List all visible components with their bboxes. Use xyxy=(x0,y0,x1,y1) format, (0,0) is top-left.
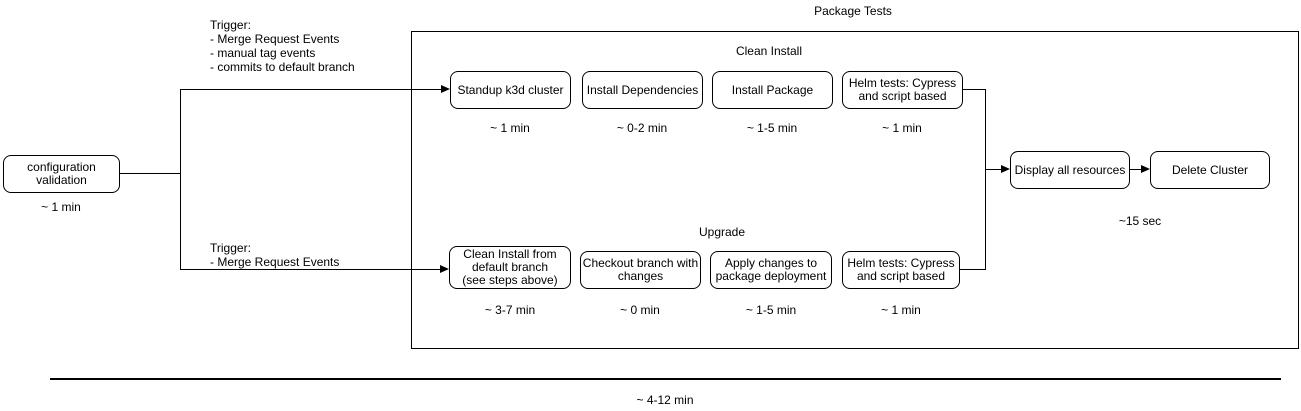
duration-apply-changes-to-package-deployment: ~ 1-5 min xyxy=(745,303,797,317)
connector-bottom-branch xyxy=(180,269,440,270)
arrowhead-into-standup xyxy=(441,85,450,93)
connector-top-branch xyxy=(180,89,441,90)
connector-helm-top-out xyxy=(963,89,985,90)
total-duration-line xyxy=(50,378,1281,380)
node-checkout-branch-with-changes: Checkout branch with changes xyxy=(580,251,701,289)
arrowhead-into-display xyxy=(1001,165,1010,173)
node-install-dependencies: Install Dependencies xyxy=(582,71,703,109)
trigger-note-top: Trigger: - Merge Request Events - manual… xyxy=(210,18,355,74)
node-install-package: Install Package xyxy=(712,71,833,109)
trigger-top-item: - Merge Request Events xyxy=(210,32,340,46)
node-helm-tests-clean-install: Helm tests: Cypress and script based xyxy=(842,71,963,109)
trigger-bottom-heading: Trigger: xyxy=(210,241,251,255)
trigger-note-bottom: Trigger: - Merge Request Events xyxy=(210,241,339,269)
total-duration-label: ~ 4-12 min xyxy=(636,393,694,407)
node-delete-cluster: Delete Cluster xyxy=(1150,151,1270,189)
connector-junction-vertical xyxy=(180,89,181,270)
duration-teardown: ~15 sec xyxy=(1118,214,1162,228)
duration-configuration-validation: ~ 1 min xyxy=(41,200,81,214)
package-tests-container xyxy=(411,31,1299,349)
connector-config-to-junction xyxy=(120,173,180,174)
duration-clean-install-from-default-branch: ~ 3-7 min xyxy=(484,303,536,317)
node-configuration-validation: configuration validation xyxy=(3,155,120,193)
node-apply-changes-to-package-deployment: Apply changes to package deployment xyxy=(710,251,832,289)
node-helm-tests-upgrade: Helm tests: Cypress and script based xyxy=(842,251,960,289)
section-label-clean-install: Clean Install xyxy=(735,44,803,58)
duration-install-package: ~ 1-5 min xyxy=(746,121,798,135)
duration-standup-k3d-cluster: ~ 1 min xyxy=(490,121,530,135)
node-standup-k3d-cluster: Standup k3d cluster xyxy=(450,71,571,109)
node-display-all-resources: Display all resources xyxy=(1010,151,1130,189)
connector-to-display xyxy=(985,169,1001,170)
arrowhead-into-delete xyxy=(1141,165,1150,173)
trigger-bottom-item: - Merge Request Events xyxy=(210,255,340,269)
trigger-top-heading: Trigger: xyxy=(210,18,251,32)
arrowhead-into-clean-install xyxy=(440,265,449,273)
duration-checkout-branch-with-changes: ~ 0 min xyxy=(620,303,660,317)
duration-helm-tests-upgrade: ~ 1 min xyxy=(881,303,921,317)
connector-helm-bottom-out xyxy=(960,269,986,270)
trigger-top-item: - manual tag events xyxy=(210,46,316,60)
section-label-upgrade: Upgrade xyxy=(698,225,746,239)
connector-display-to-delete xyxy=(1130,169,1141,170)
trigger-top-item: - commits to default branch xyxy=(210,60,355,74)
duration-helm-tests-clean-install: ~ 1 min xyxy=(882,121,922,135)
connector-collector-vertical xyxy=(985,89,986,270)
node-clean-install-from-default-branch: Clean Install from default branch (see s… xyxy=(449,246,571,289)
duration-install-dependencies: ~ 0-2 min xyxy=(616,121,668,135)
diagram-title: Package Tests xyxy=(814,4,892,18)
